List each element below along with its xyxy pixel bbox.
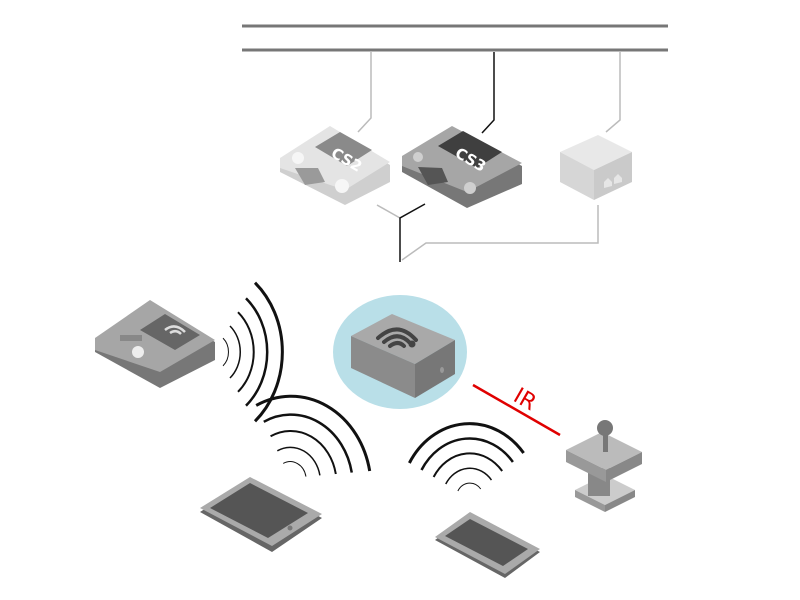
- railway-track: [242, 24, 668, 52]
- wireless-waves-left: [222, 281, 284, 423]
- cs2-central-station: CS2: [280, 126, 390, 205]
- mobile-station-controller: [95, 300, 215, 388]
- booster-box: [560, 135, 632, 200]
- wave-arc: [222, 337, 229, 367]
- wave-arc: [237, 311, 255, 393]
- wifi-hub: [333, 295, 467, 409]
- wave-arc: [270, 430, 337, 475]
- joystick-controller: [566, 420, 642, 512]
- wave-arc: [408, 422, 525, 464]
- tablet-device: [200, 477, 322, 552]
- wireless-waves-tablet: [255, 394, 372, 477]
- wireless-waves-phone: [408, 422, 525, 492]
- wave-arc: [445, 467, 493, 485]
- wifi-icon: [376, 327, 418, 348]
- wave-arc: [276, 446, 321, 476]
- wave-arc: [253, 281, 284, 423]
- connection-lines: [357, 52, 621, 262]
- wave-arc: [255, 394, 372, 472]
- wave-arc: [432, 452, 503, 478]
- ir-label: IR: [509, 384, 540, 417]
- wave-arc: [457, 482, 482, 492]
- wave-arc: [245, 297, 269, 407]
- wave-arc: [282, 461, 307, 477]
- wave-arc: [263, 413, 353, 473]
- wave-arc: [420, 437, 514, 471]
- smartphone-device: [435, 512, 540, 578]
- cs3-central-station: CS3: [402, 126, 522, 208]
- wave-arc: [229, 325, 241, 379]
